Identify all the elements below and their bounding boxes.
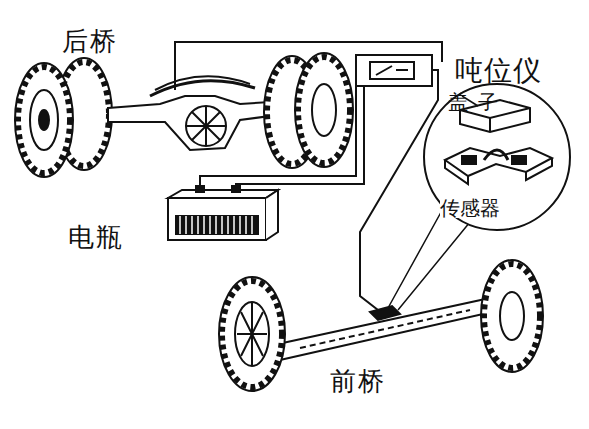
sensor-detail-part (424, 84, 570, 230)
front-axle-part (235, 302, 269, 366)
sensor-detail (388, 84, 570, 310)
rear-axle-part (298, 57, 350, 163)
front-axle-part (237, 302, 267, 366)
battery-part (266, 190, 278, 240)
front-axle-part (219, 277, 285, 391)
rear-axle-part (295, 53, 353, 167)
front-axle-part (278, 298, 492, 360)
tonnage-meter (356, 55, 432, 86)
front-axle-part (484, 264, 540, 368)
sensor-detail-part (445, 148, 552, 176)
tonnage-meter-part (376, 66, 408, 75)
rear-axle-part (186, 106, 226, 146)
part-label: 盖子 (448, 92, 508, 112)
rear-axle-part (18, 67, 70, 173)
rear-axle-part (312, 84, 336, 136)
rear-axle-part (108, 96, 270, 150)
battery-part (180, 216, 252, 234)
front-axle-part (500, 292, 524, 340)
front-axle-part (222, 281, 282, 387)
drawing-group (15, 42, 570, 391)
rear-axle (15, 53, 353, 177)
signal-wire-part (360, 70, 438, 310)
battery-part (232, 186, 240, 192)
tonnage-meter-part (370, 62, 414, 79)
rear-axle-part (30, 90, 58, 150)
rear-axle-part (150, 81, 255, 96)
rear-axle-part (186, 106, 226, 146)
rear-axle-part (39, 110, 49, 130)
part-label: 前桥 (330, 368, 386, 394)
part-label: 传感器 (440, 198, 500, 218)
front-axle-part (370, 306, 400, 320)
part-label: 后桥 (62, 28, 118, 54)
rear-axle-part (15, 63, 73, 177)
sensor-detail-part (462, 156, 476, 164)
battery-part (168, 198, 266, 240)
part-label: 电瓶 (68, 224, 124, 250)
part-label: 吨位仪 (455, 57, 542, 85)
rear-axle-part (155, 76, 250, 90)
tonnage-meter-part (356, 55, 432, 86)
sensor-detail-part (388, 205, 470, 310)
battery-part (176, 216, 258, 234)
sensor-detail-part (484, 150, 508, 160)
battery-part (196, 186, 204, 192)
front-axle-part (481, 260, 543, 372)
battery (168, 186, 278, 240)
sensor-detail-part (512, 156, 526, 164)
battery-part (168, 190, 278, 198)
